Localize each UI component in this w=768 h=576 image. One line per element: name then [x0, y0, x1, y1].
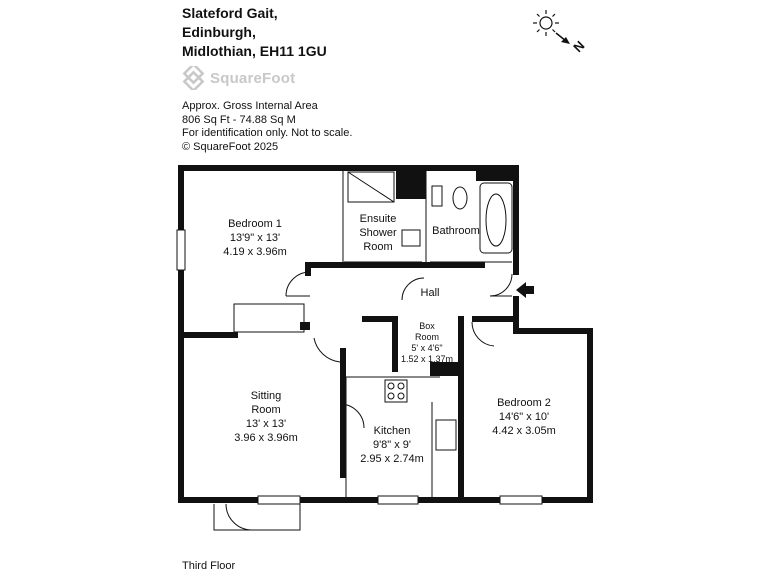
area-info-line-1: Approx. Gross Internal Area — [182, 100, 318, 112]
logo-text: SquareFoot — [210, 69, 296, 87]
ensuite-basin — [401, 229, 421, 247]
floor-label: Third Floor — [182, 560, 236, 572]
bedroom-2-imperial: 14'6" x 10' — [499, 411, 549, 423]
north-arrow-icon — [555, 32, 570, 44]
basin — [431, 185, 443, 207]
wardrobe — [233, 303, 305, 333]
room-kitchen: Kitchen 9'8" x 9' 2.95 x 2.74m — [360, 425, 424, 465]
hob — [384, 379, 408, 403]
bedroom-1-name: Bedroom 1 — [228, 218, 282, 230]
kitchen-name: Kitchen — [374, 425, 411, 437]
area-info: Approx. Gross Internal Area 806 Sq Ft - … — [182, 100, 352, 154]
address-line-1: Slateford Gait, — [182, 5, 278, 21]
bathroom-name: Bathroom — [432, 225, 480, 237]
compass: N — [533, 10, 587, 55]
bedroom-1-imperial: 13'9" x 13' — [230, 232, 280, 244]
windows — [176, 229, 543, 505]
box-room-line-1: Box — [419, 321, 435, 331]
fixtures — [233, 171, 513, 451]
doors — [213, 271, 513, 531]
sitting-room-line-1: Sitting — [251, 390, 282, 402]
property-address: Slateford Gait, Edinburgh, Midlothian, E… — [182, 4, 327, 61]
room-bedroom-1: Bedroom 1 13'9" x 13' 4.19 x 3.96m — [223, 218, 287, 258]
room-bedroom-2: Bedroom 2 14'6" x 10' 4.42 x 3.05m — [492, 397, 556, 437]
room-sitting-room: Sitting Room 13' x 13' 3.96 x 3.96m — [234, 390, 298, 444]
room-ensuite: Ensuite Shower Room — [359, 213, 397, 253]
address-line-2: Edinburgh, — [182, 24, 256, 40]
ensuite-line-2: Shower — [359, 227, 397, 239]
bedroom-1-metric: 4.19 x 3.96m — [223, 246, 287, 258]
kitchen-imperial: 9'8" x 9' — [373, 439, 411, 451]
entrance-arrow-icon — [516, 282, 534, 298]
box-room-imperial: 5' x 4'6" — [411, 343, 442, 353]
shower-tray — [347, 171, 395, 203]
area-info-line-4: © SquareFoot 2025 — [182, 140, 279, 153]
sun-icon — [533, 10, 559, 36]
toilet — [452, 186, 468, 210]
area-info-line-3: For identification only. Not to scale. — [182, 127, 353, 139]
kitchen-sink — [435, 419, 457, 451]
bedroom-2-name: Bedroom 2 — [497, 397, 551, 409]
squarefoot-logo-icon — [182, 66, 205, 90]
area-info-line-2: 806 Sq Ft - 74.88 Sq M — [182, 113, 296, 126]
bedroom-2-metric: 4.42 x 3.05m — [492, 425, 556, 437]
ensuite-line-3: Room — [363, 241, 392, 253]
sitting-room-metric: 3.96 x 3.96m — [234, 432, 298, 444]
ensuite-line-1: Ensuite — [360, 213, 397, 225]
sitting-room-line-2: Room — [251, 404, 280, 416]
bathtub — [479, 182, 513, 254]
address-line-3: Midlothian, EH11 1GU — [182, 43, 327, 59]
box-room-metric: 1.52 x 1.37m — [401, 354, 453, 364]
sitting-room-imperial: 13' x 13' — [246, 418, 286, 430]
hall-name: Hall — [421, 287, 440, 299]
box-room-line-2: Room — [415, 332, 439, 342]
kitchen-metric: 2.95 x 2.74m — [360, 453, 424, 465]
squarefoot-logo: SquareFoot — [182, 66, 312, 90]
room-box-room: Box Room 5' x 4'6" 1.52 x 1.37m — [401, 321, 453, 364]
